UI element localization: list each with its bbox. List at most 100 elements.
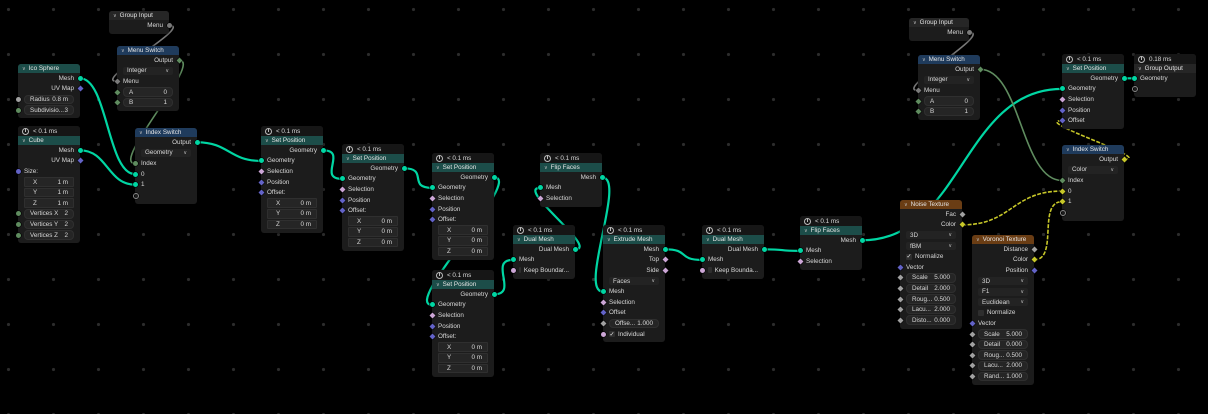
node-link[interactable]: [79, 77, 136, 176]
node-header[interactable]: ∨Noise Texture: [900, 200, 962, 209]
dropdown[interactable]: F1∨: [978, 287, 1028, 296]
dropdown[interactable]: Geometry∨: [141, 148, 191, 157]
socket-geometry[interactable]: [132, 182, 138, 188]
socket-geometry[interactable]: [572, 246, 578, 252]
socket-float[interactable]: [15, 96, 21, 102]
node-link[interactable]: [493, 258, 514, 296]
node-header[interactable]: ∨Dual Mesh: [513, 235, 575, 244]
collapse-chevron-icon[interactable]: ∨: [706, 236, 710, 243]
socket-geometry[interactable]: [320, 147, 326, 153]
socket-empty[interactable]: [1059, 209, 1066, 216]
collapse-chevron-icon[interactable]: ∨: [22, 137, 26, 144]
socket-menu[interactable]: [966, 29, 972, 35]
node-link[interactable]: [664, 248, 703, 261]
node-header[interactable]: ∨Cube: [18, 136, 80, 145]
socket-vector[interactable]: [15, 168, 21, 174]
socket-bool[interactable]: [600, 331, 606, 337]
socket-geometry[interactable]: [699, 257, 705, 263]
socket-integer[interactable]: [15, 221, 21, 227]
node-link[interactable]: [534, 186, 581, 251]
node-header[interactable]: ∨Set Position: [432, 163, 494, 172]
node-link[interactable]: [961, 190, 1063, 226]
node-header[interactable]: ∨Set Position: [432, 280, 494, 289]
node-link[interactable]: [322, 149, 343, 180]
checkbox[interactable]: ✓: [609, 331, 615, 338]
node-header[interactable]: ∨Group Output: [1134, 64, 1196, 73]
socket-empty[interactable]: [1131, 86, 1138, 93]
socket-geometry[interactable]: [662, 246, 668, 252]
node-header[interactable]: ∨Flip Faces: [540, 163, 602, 172]
node-link[interactable]: [403, 167, 433, 189]
socket-geometry[interactable]: [132, 171, 138, 177]
node-header[interactable]: ∨Menu Switch: [918, 55, 980, 64]
checkbox[interactable]: [519, 267, 521, 274]
value-field[interactable]: Disto...0.000: [906, 315, 956, 326]
socket-integer[interactable]: [15, 211, 21, 217]
dropdown[interactable]: Integer∨: [924, 75, 974, 84]
socket-bool[interactable]: [699, 267, 705, 273]
socket-bool[interactable]: [510, 267, 516, 273]
value-field[interactable]: Lacu...2.000: [906, 304, 956, 315]
socket-menu[interactable]: [166, 22, 172, 28]
socket-geometry[interactable]: [491, 174, 497, 180]
collapse-chevron-icon[interactable]: ∨: [1138, 65, 1142, 72]
node-header[interactable]: ∨Extrude Mesh: [603, 235, 665, 244]
node-header[interactable]: ∨Set Position: [261, 136, 323, 145]
socket-geometry[interactable]: [1121, 75, 1127, 81]
value-field[interactable]: Roug...0.500: [906, 294, 956, 304]
node-header[interactable]: ∨Group Input: [109, 11, 169, 20]
dropdown[interactable]: 3D∨: [978, 277, 1028, 286]
collapse-chevron-icon[interactable]: ∨: [121, 47, 125, 54]
collapse-chevron-icon[interactable]: ∨: [139, 129, 143, 136]
socket-geometry[interactable]: [429, 302, 435, 308]
socket-integer[interactable]: [15, 107, 21, 113]
node-link[interactable]: [979, 68, 1063, 182]
node-header[interactable]: ∨Flip Faces: [800, 226, 862, 235]
dropdown[interactable]: Faces∨: [609, 277, 659, 286]
socket-geometry[interactable]: [77, 147, 83, 153]
collapse-chevron-icon[interactable]: ∨: [976, 236, 980, 243]
value-field[interactable]: Roug...0.500: [978, 350, 1028, 361]
collapse-chevron-icon[interactable]: ∨: [436, 164, 440, 171]
socket-geometry[interactable]: [401, 165, 407, 171]
collapse-chevron-icon[interactable]: ∨: [804, 227, 808, 234]
socket-geometry[interactable]: [761, 246, 767, 252]
collapse-chevron-icon[interactable]: ∨: [113, 12, 117, 19]
socket-integer[interactable]: [132, 160, 138, 166]
collapse-chevron-icon[interactable]: ∨: [1066, 146, 1070, 153]
dropdown[interactable]: fBM∨: [906, 242, 956, 251]
collapse-chevron-icon[interactable]: ∨: [544, 164, 548, 171]
node-header[interactable]: ∨Ico Sphere: [18, 64, 80, 73]
node-link[interactable]: [130, 59, 184, 165]
node-link[interactable]: [763, 248, 801, 252]
